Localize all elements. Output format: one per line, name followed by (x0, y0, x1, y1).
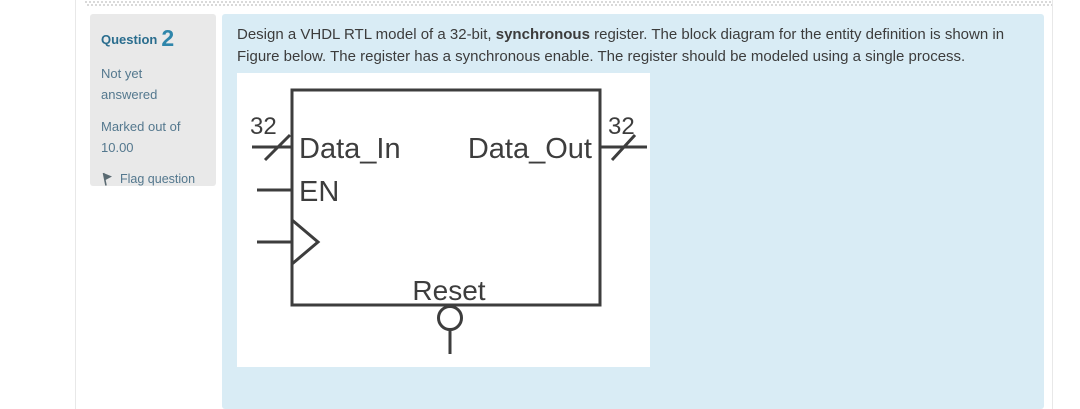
register-box (290, 88, 602, 307)
question-text-part2: register. The block diagram for the enti… (237, 26, 1005, 65)
data-in-port-label: Data_In (299, 133, 401, 165)
data-out-bus-slash (610, 133, 637, 162)
question-number: 2 (161, 25, 175, 51)
data-out-port-label: Data_Out (468, 133, 592, 165)
data-in-bus-slash (263, 133, 292, 162)
register-block-diagram: 32 Data_In EN Data_Out 32 Reset (250, 88, 647, 354)
reset-active-low-bubble-icon (437, 305, 463, 331)
flag-icon (102, 172, 112, 186)
question-header-label: Question (101, 32, 158, 47)
en-port-label: EN (299, 176, 339, 208)
register-block-diagram-figure: 32 Data_In EN Data_Out 32 Reset (237, 73, 650, 367)
flag-question-button[interactable]: Flag question (101, 172, 205, 186)
data-out-bus-width-label: 32 (608, 113, 635, 140)
top-dotted-border (85, 0, 1052, 7)
question-grade: Marked out of 10.00 (101, 119, 181, 155)
question-status: Not yet answered (101, 66, 158, 102)
clock-triangle-icon (291, 218, 321, 266)
question-content-panel: Design a VHDL RTL model of a 32-bit, syn… (222, 14, 1044, 409)
question-text: Design a VHDL RTL model of a 32-bit, syn… (237, 24, 1037, 67)
page-right-divider (1052, 0, 1053, 409)
reset-port-label: Reset (412, 275, 485, 306)
question-text-part1: Design a VHDL RTL model of a 32-bit, (237, 26, 496, 43)
question-text-bold: synchronous (495, 26, 590, 43)
flag-question-label: Flag question (120, 172, 196, 186)
page-left-divider (75, 0, 76, 409)
data-in-bus-width-label: 32 (250, 113, 277, 140)
